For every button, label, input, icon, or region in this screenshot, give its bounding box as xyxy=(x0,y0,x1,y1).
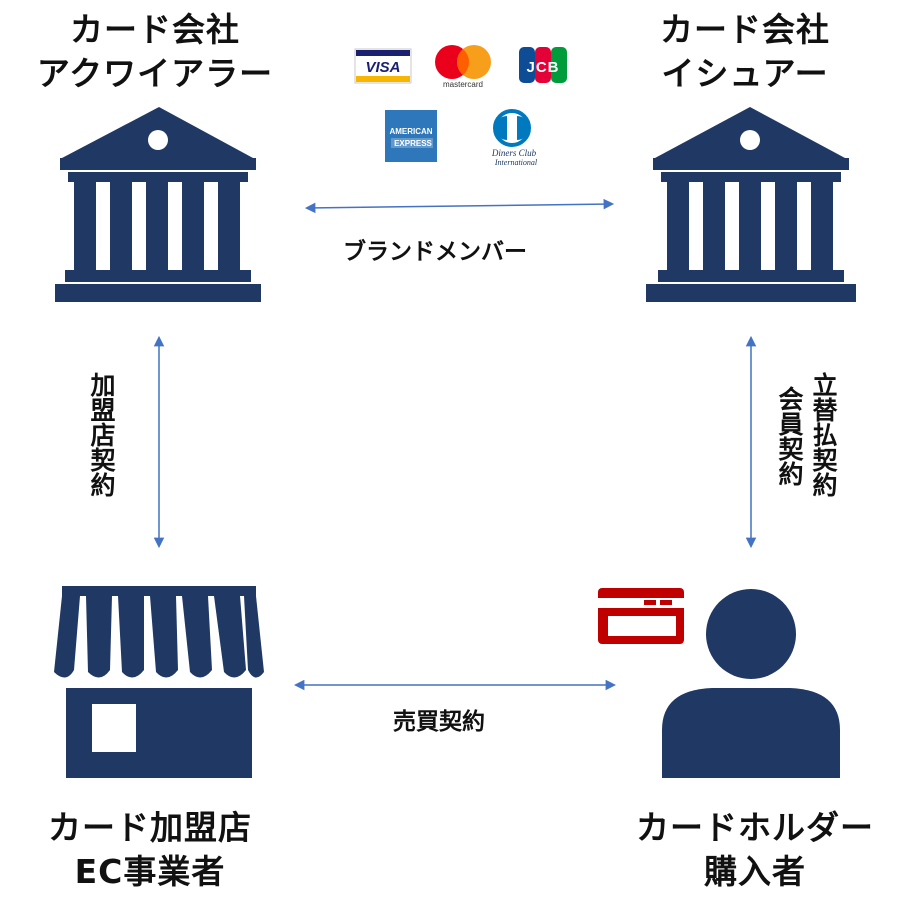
acquirer-title-line1: カード会社 xyxy=(70,10,240,49)
acquirer-title-line2: アクワイアラー xyxy=(36,54,274,93)
issuer-title-line1: カード会社 xyxy=(660,10,830,49)
person-icon xyxy=(662,589,840,778)
visa-logo: VISA xyxy=(354,48,412,84)
bank-icon-acquirer xyxy=(55,107,261,302)
sales-contract-label: 売買契約 xyxy=(393,709,485,735)
issuer-title-line2: イシュアー xyxy=(661,54,829,93)
cardholder-title: カードホルダー 購入者 xyxy=(625,806,885,894)
merchant-title-line1: カード加盟店 xyxy=(48,808,252,847)
merchant-title: カード加盟店 EC事業者 xyxy=(30,806,270,894)
merchant-contract-label: 加盟店契約 xyxy=(87,372,116,497)
amex-logo: AMERICAN EXPRESS xyxy=(385,110,437,162)
acquirer-title: カード会社 アクワイアラー xyxy=(20,8,290,96)
jcb-logo: JCB xyxy=(519,47,567,83)
brand-member-arrow xyxy=(304,198,615,214)
amex-text-line2: EXPRESS xyxy=(394,139,432,148)
mastercard-text: mastercard xyxy=(443,80,483,89)
cardholder-title-line2: 購入者 xyxy=(704,852,806,891)
diners-text-line1: Diners Club xyxy=(491,148,537,158)
credit-card-icon xyxy=(598,588,684,644)
visa-text: VISA xyxy=(365,59,400,76)
bank-icon-issuer xyxy=(646,107,856,302)
diners-club-logo: Diners Club International xyxy=(491,109,538,167)
member-contract-label-b: 会員契約 xyxy=(775,386,804,486)
mastercard-logo: mastercard xyxy=(435,45,491,89)
merchant-title-line2: EC事業者 xyxy=(74,852,226,891)
issuer-title: カード会社 イシュアー xyxy=(630,8,860,96)
store-icon xyxy=(54,586,264,778)
brand-member-label: ブランドメンバー xyxy=(343,239,527,265)
diners-text-line2: International xyxy=(494,158,538,167)
amex-text-line1: AMERICAN xyxy=(389,127,432,136)
jcb-text: JCB xyxy=(526,59,559,76)
member-contract-label-a: 立替払契約 xyxy=(809,372,838,497)
cardholder-title-line1: カードホルダー xyxy=(636,808,874,847)
